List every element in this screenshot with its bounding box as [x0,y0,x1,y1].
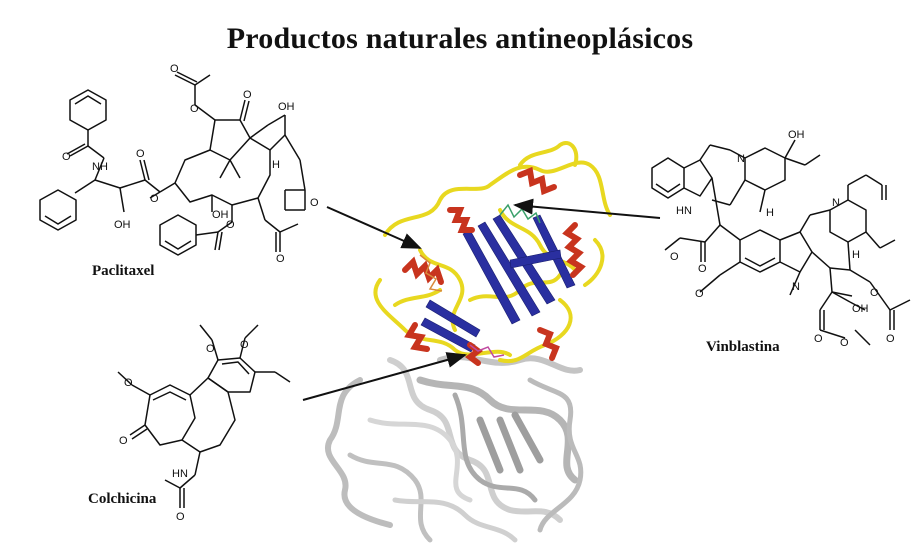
arrow-colchicina [302,352,467,401]
alpha-subunit-helices [402,166,586,366]
atom-label: O [814,333,823,345]
arrow-paclitaxel [326,206,422,249]
paclitaxel-label: Paclitaxel [92,263,155,279]
atom-label: H [766,207,774,219]
atom-label: NH [92,161,108,173]
beta-subunit-ribbon [325,354,584,543]
figure-title: Productos naturales antineoplásicos [226,22,694,55]
paclitaxel-atom-labels: NH OH OH OH H O O O O O O O O O [62,63,319,265]
atom-label: OH [114,219,131,231]
atom-label: O [226,219,235,231]
atom-label: O [170,63,179,75]
alpha-subunit-sheets [420,214,576,353]
atom-label: O [870,287,879,299]
tubulin-protein [325,141,612,543]
atom-label: O [276,253,285,265]
colchicina-label: Colchicina [88,491,157,507]
vinblastina-atom-labels: N OH HN H N H N OH O O O O O O O [670,129,895,349]
atom-label: HN [676,205,692,217]
atom-label: O [243,89,252,101]
atom-label: O [886,333,895,345]
atom-label: O [176,511,185,523]
atom-label: O [190,103,199,115]
atom-label: O [124,377,133,389]
atom-label: OH [788,129,805,141]
atom-label: HN [172,468,188,480]
atom-label: O [136,148,145,160]
atom-label: OH [852,303,869,315]
atom-label: O [119,435,128,447]
binding-arrows [302,198,661,401]
colchicina-structure [117,324,291,508]
atom-label: O [206,343,215,355]
colchicina-atom-labels: O O O O HN O [119,339,249,523]
atom-label: O [670,251,679,263]
atom-label: O [840,337,849,349]
atom-label: O [240,339,249,351]
atom-label: N [792,281,800,293]
atom-label: N [737,153,745,165]
atom-label: O [62,151,71,163]
atom-label: OH [278,101,295,113]
vinblastina-label: Vinblastina [706,339,780,355]
vinblastina-structure [651,139,911,346]
arrow-vinblastina [513,198,661,219]
atom-label: O [698,263,707,275]
atom-label: H [852,249,860,261]
paclitaxel-structure [39,71,306,256]
atom-label: OH [212,209,229,221]
atom-label: O [310,197,319,209]
atom-label: O [695,288,704,300]
atom-label: O [150,193,159,205]
atom-label: N [832,197,840,209]
atom-label: H [272,159,280,171]
